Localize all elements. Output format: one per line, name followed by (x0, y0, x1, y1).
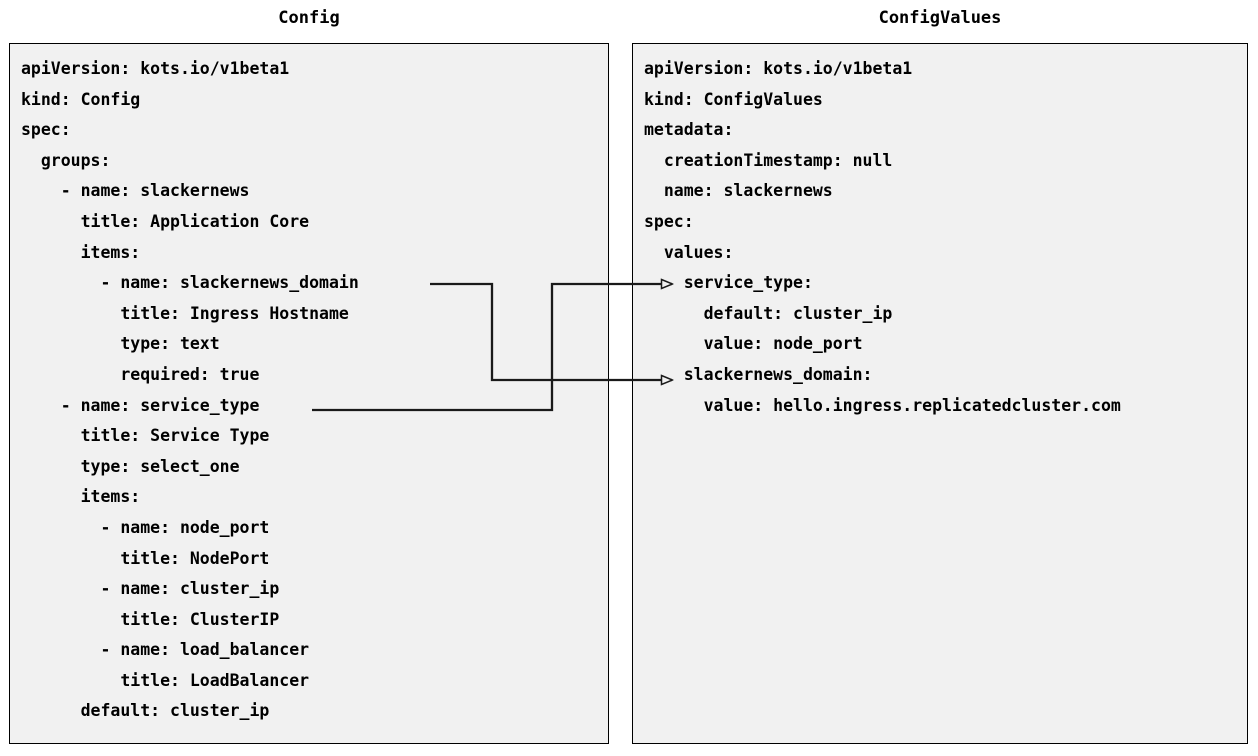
config-yaml-line: - name: load_balancer (21, 640, 310, 660)
config-yaml-line: groups: (21, 150, 111, 170)
configvalues-yaml-line: creationTimestamp: null (644, 150, 893, 170)
configvalues-panel: apiVersion: kots.io/v1beta1 kind: ConfigV… (632, 43, 1248, 744)
config-yaml-line: title: Ingress Hostname (21, 303, 349, 323)
config-yaml-line: kind: Config (21, 89, 141, 109)
configvalues-yaml-line: values: (644, 242, 734, 262)
config-yaml-line: title: Application Core (21, 211, 310, 231)
config-yaml-line: type: select_one (21, 456, 240, 476)
config-yaml-line: default: cluster_ip (21, 701, 270, 721)
config-yaml-line: title: NodePort (21, 548, 270, 568)
config-panel-title: Config (278, 8, 340, 28)
config-yaml-line: - name: slackernews (21, 181, 250, 201)
config-yaml-line: - name: cluster_ip (21, 579, 280, 599)
config-yaml-line: - name: service_type (21, 395, 260, 415)
config-yaml-line: - name: slackernews_domain (21, 273, 359, 293)
config-yaml-line: apiVersion: kots.io/v1beta1 (21, 59, 290, 78)
configvalues-yaml-line: value: node_port (644, 334, 863, 354)
configvalues-yaml-line: default: cluster_ip (644, 303, 893, 323)
configvalues-yaml-line: slackernews_domain: (644, 364, 873, 384)
configvalues-yaml-line: service_type: (644, 273, 813, 293)
config-panel: apiVersion: kots.io/v1beta1 kind: Config s… (9, 43, 609, 744)
config-yaml-line: items: (21, 487, 141, 507)
config-yaml-line: - name: node_port (21, 517, 270, 537)
configvalues-yaml-line: name: slackernews (644, 181, 833, 201)
configvalues-yaml-line: kind: ConfigValues (644, 89, 823, 109)
config-yaml-line: title: Service Type (21, 426, 270, 446)
configvalues-yaml-line: spec: (644, 211, 694, 231)
configvalues-yaml-line: value: hello.ingress.replicatedcluster.c… (644, 395, 1121, 415)
config-yaml-line: items: (21, 242, 141, 262)
config-yaml-line: title: ClusterIP (21, 609, 280, 629)
configvalues-yaml-line: metadata: (644, 120, 734, 140)
config-yaml-line: type: text (21, 334, 220, 354)
configvalues-panel-title: ConfigValues (878, 8, 1002, 28)
config-yaml-block: apiVersion: kots.io/v1beta1 kind: Config s… (10, 44, 608, 743)
config-yaml-line: spec: (21, 120, 71, 140)
config-yaml-line: title: LoadBalancer (21, 670, 310, 690)
config-yaml-line: required: true (21, 364, 260, 384)
configvalues-yaml-block: apiVersion: kots.io/v1beta1 kind: ConfigV… (633, 44, 1247, 743)
configvalues-yaml-line: apiVersion: kots.io/v1beta1 (644, 59, 913, 78)
